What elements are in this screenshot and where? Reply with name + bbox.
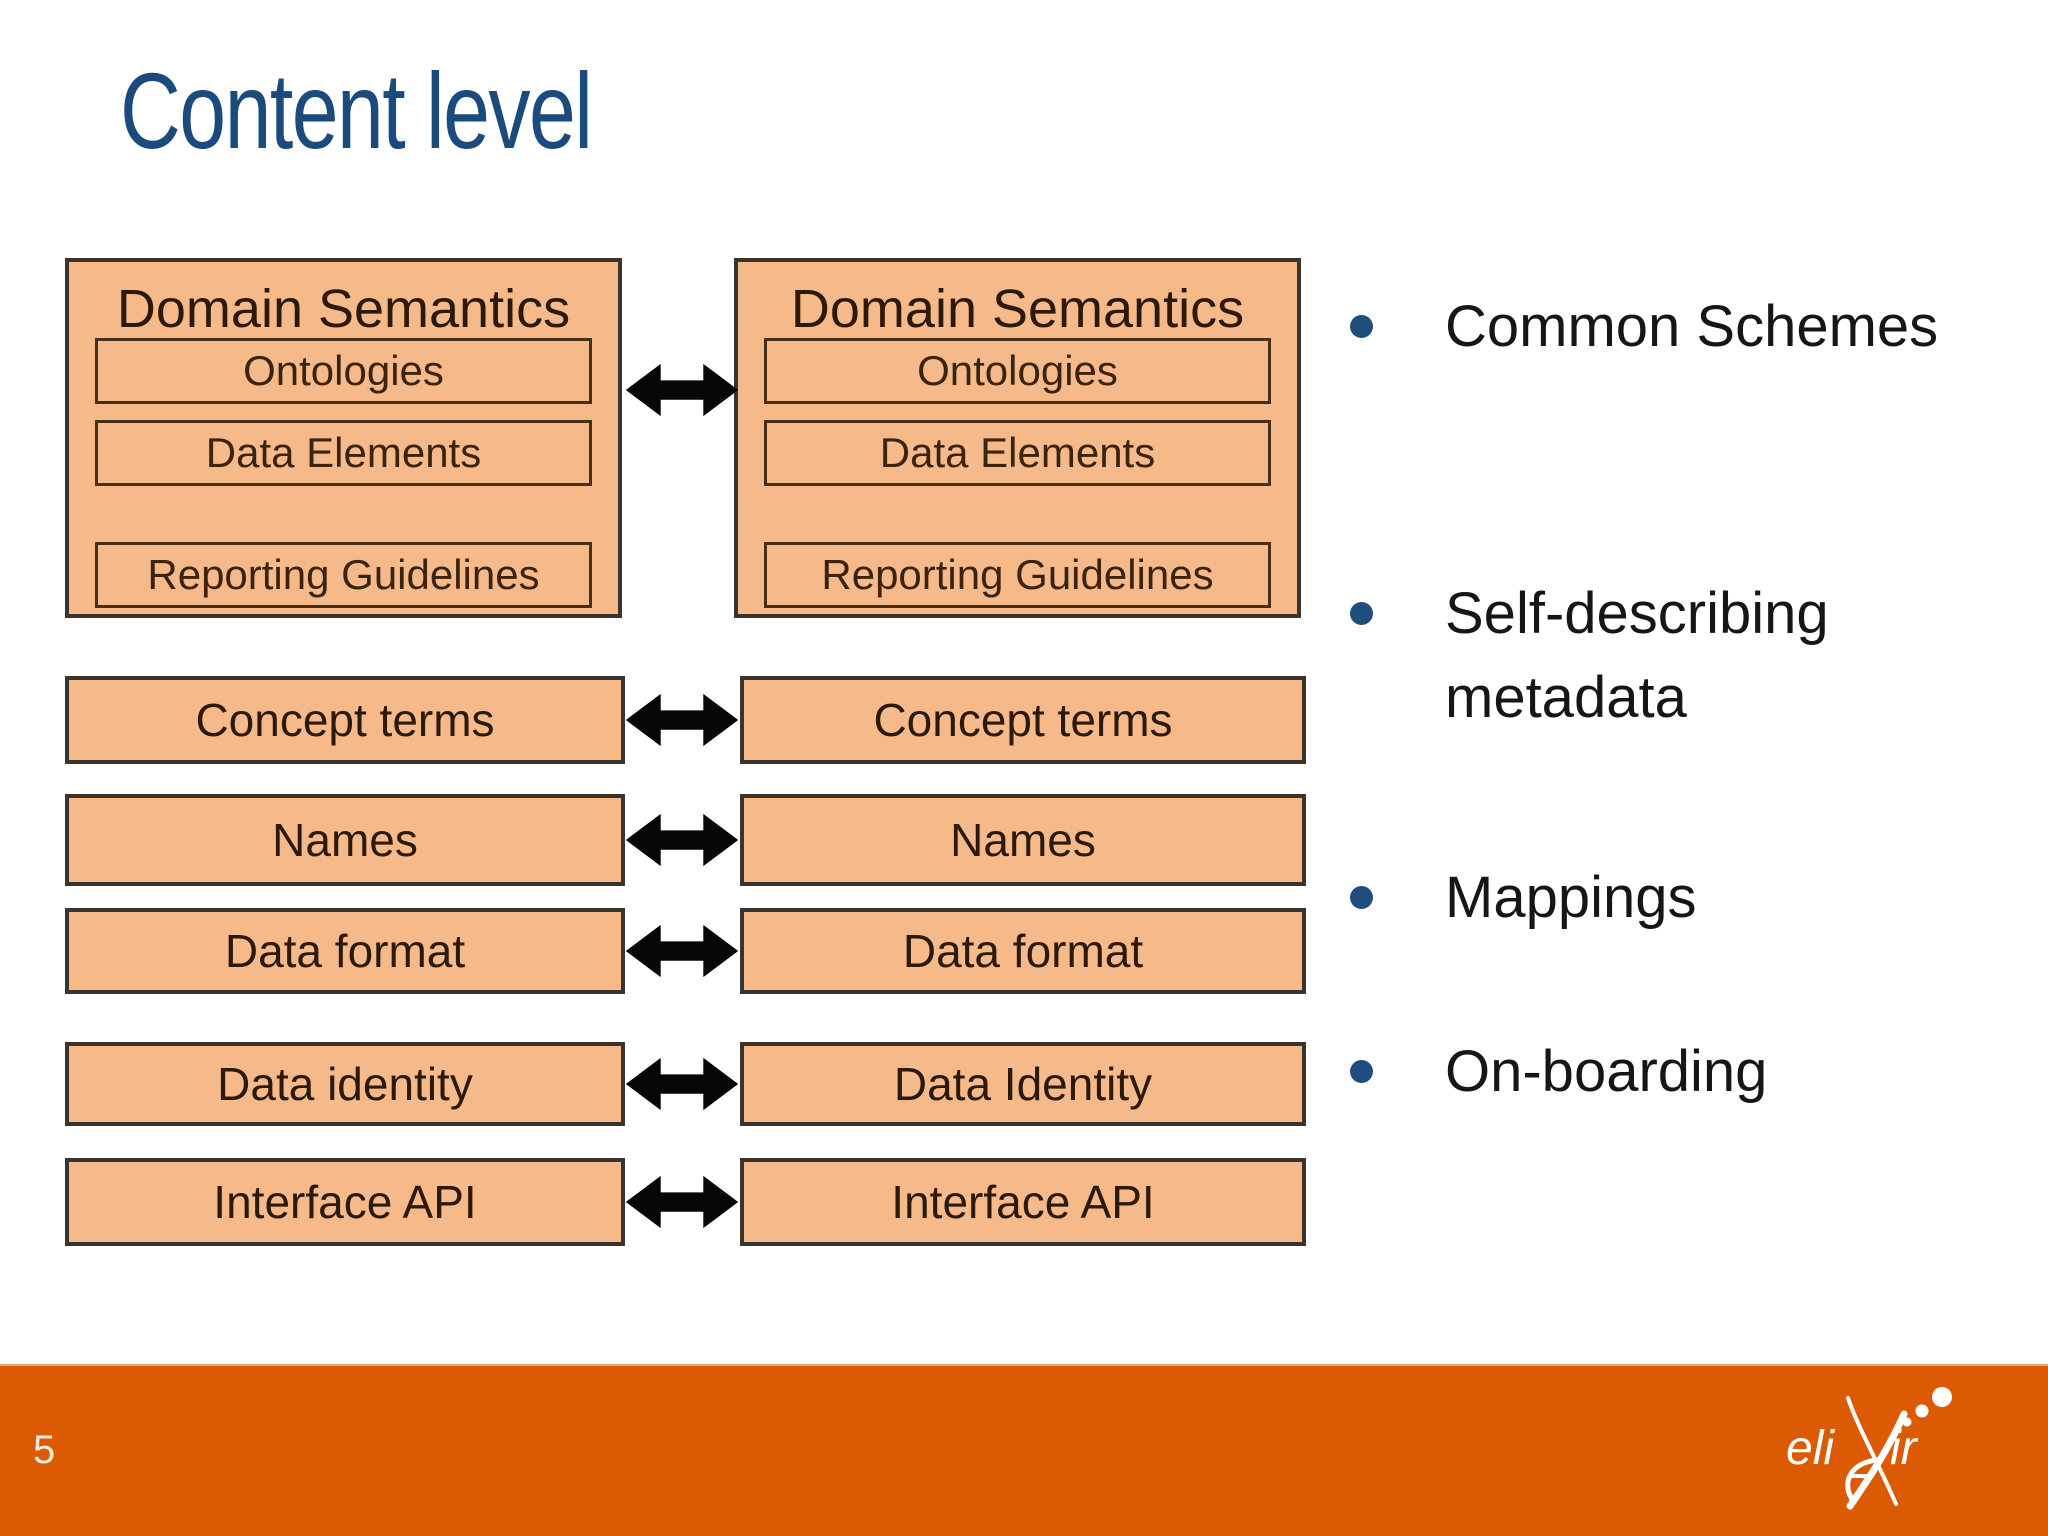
concept-terms-box-right: Concept terms	[740, 676, 1306, 764]
reporting-guidelines-box-left: Reporting Guidelines	[95, 542, 592, 608]
list-item: On-boarding	[1350, 1030, 1965, 1114]
data-format-box-left: Data format	[65, 908, 625, 994]
data-format-box-right: Data format	[740, 908, 1306, 994]
list-item: Mappings	[1350, 856, 1965, 940]
double-arrow-icon	[620, 1053, 744, 1115]
svg-text:eli: eli	[1786, 1422, 1835, 1475]
double-arrow-icon	[620, 359, 744, 421]
bullet-text: Common Schemes	[1445, 294, 1939, 359]
slide-footer: 5 eli ir	[0, 1364, 2048, 1536]
data-elements-box-left: Data Elements	[95, 420, 592, 486]
double-arrow-icon	[620, 809, 744, 871]
bullet-text: Self-describing metadata	[1445, 581, 1829, 730]
double-arrow-icon	[620, 1171, 744, 1233]
bullet-dot-icon	[1350, 315, 1373, 338]
bullet-dot-icon	[1350, 1060, 1373, 1083]
concept-terms-box-left: Concept terms	[65, 676, 625, 764]
double-arrow-icon	[620, 689, 744, 751]
bullet-text: Mappings	[1445, 865, 1697, 930]
list-item: Self-describing metadata	[1350, 572, 1965, 740]
domain-semantics-box-left: Domain Semantics Ontologies Data Element…	[65, 258, 622, 618]
names-box-right: Names	[740, 794, 1306, 886]
domain-box-title: Domain Semantics	[116, 279, 571, 339]
domain-semantics-box-right: Domain Semantics Ontologies Data Element…	[734, 258, 1301, 618]
bullet-text: On-boarding	[1445, 1039, 1768, 1104]
data-elements-box-right: Data Elements	[764, 420, 1271, 486]
reporting-guidelines-box-right: Reporting Guidelines	[764, 542, 1271, 608]
ontologies-box-right: Ontologies	[764, 338, 1271, 404]
elixir-logo: eli ir	[1784, 1386, 1960, 1518]
domain-box-title: Domain Semantics	[790, 279, 1245, 339]
names-box-left: Names	[65, 794, 625, 886]
bullet-dot-icon	[1350, 886, 1373, 909]
data-identity-box-left: Data identity	[65, 1042, 625, 1126]
double-arrow-icon	[620, 920, 744, 982]
page-number: 5	[33, 1428, 56, 1472]
list-item: Common Schemes	[1350, 285, 1965, 369]
data-identity-box-right: Data Identity	[740, 1042, 1306, 1126]
page-title: Content level	[120, 50, 593, 171]
interface-api-box-left: Interface API	[65, 1158, 625, 1246]
bullet-dot-icon	[1350, 602, 1373, 625]
ontologies-box-left: Ontologies	[95, 338, 592, 404]
interface-api-box-right: Interface API	[740, 1158, 1306, 1246]
